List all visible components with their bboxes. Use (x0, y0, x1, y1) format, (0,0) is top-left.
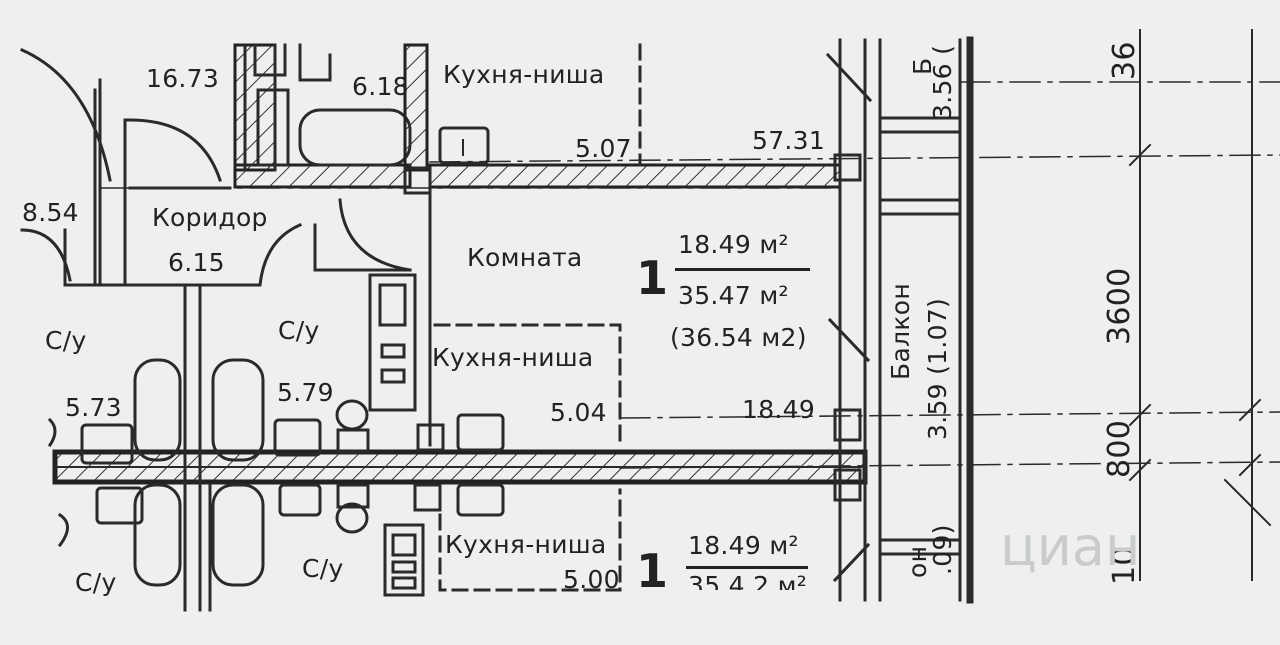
label-corridor: Коридор (152, 203, 268, 232)
watermark: циан (1000, 515, 1141, 578)
label-area-kitchen-bottom: 5.00 (563, 565, 620, 594)
label-bathroom-4: С/у (302, 554, 344, 583)
label-kitchen-niche-bottom: Кухня-ниша (445, 530, 607, 559)
label-area-wc-top: 6.18 (352, 72, 409, 101)
label-bathroom-2: С/у (278, 316, 320, 345)
label-bathroom-1: С/у (45, 326, 87, 355)
label-area-bath-right: 5.79 (277, 378, 334, 407)
dim-mid: 3600 (1102, 267, 1137, 345)
label-area-kitchen-top: 5.07 (575, 134, 632, 163)
left-bathrooms (47, 358, 370, 612)
label-area-bath-top: 16.73 (146, 64, 220, 93)
label-area-total-top: 57.31 (752, 126, 826, 155)
left-walls (20, 48, 412, 612)
label-total-area-bottom: 35 4 2 м² (688, 573, 808, 590)
label-area-room-mid: 18.49 (742, 395, 816, 424)
label-living-area: 18.49 м² (678, 230, 789, 259)
top-bath-block (233, 43, 432, 195)
label-room: Комната (467, 243, 583, 272)
dimension-chain (1128, 29, 1272, 581)
label-area-bath-left: 5.73 (65, 393, 122, 422)
balcony-structure (825, 36, 974, 604)
label-balcony: Балкон (886, 283, 915, 380)
label-kitchen-niche-top: Кухня-ниша (443, 60, 605, 89)
kitchen-niche-top (438, 43, 642, 167)
label-area-kitchen-mid: 5.04 (550, 398, 607, 427)
kitchen-niche-bottom (383, 483, 622, 597)
label-balcony-top-area: 3.56 ( (928, 44, 957, 120)
label-balcony-area: 3.59 (1.07) (923, 297, 952, 440)
upper-wall (233, 163, 842, 189)
label-living-area-bottom: 18.49 м² (688, 531, 799, 560)
axis-lines (99, 81, 1280, 469)
fraction-line (675, 268, 810, 271)
dim-top: 36 (1107, 41, 1142, 80)
label-balcony-bottom: он (903, 545, 932, 578)
fraction-line-bottom (686, 566, 808, 569)
apt-number-bottom: 1 (636, 544, 669, 598)
label-area-left-edge: 8.54 (22, 198, 79, 227)
dim-low: 800 (1102, 419, 1137, 478)
label-total-area: 35.47 м² (678, 281, 789, 310)
kitchen-niche-mid (273, 188, 622, 457)
label-balcony-bottom-area: .09) (928, 524, 957, 575)
label-total-area-balcony: (36.54 м2) (670, 323, 807, 352)
label-bathroom-3: С/у (75, 568, 117, 597)
label-area-corridor: 6.15 (168, 248, 225, 277)
apt-number-main: 1 (636, 251, 669, 305)
label-kitchen-niche-mid: Кухня-ниша (432, 343, 594, 372)
